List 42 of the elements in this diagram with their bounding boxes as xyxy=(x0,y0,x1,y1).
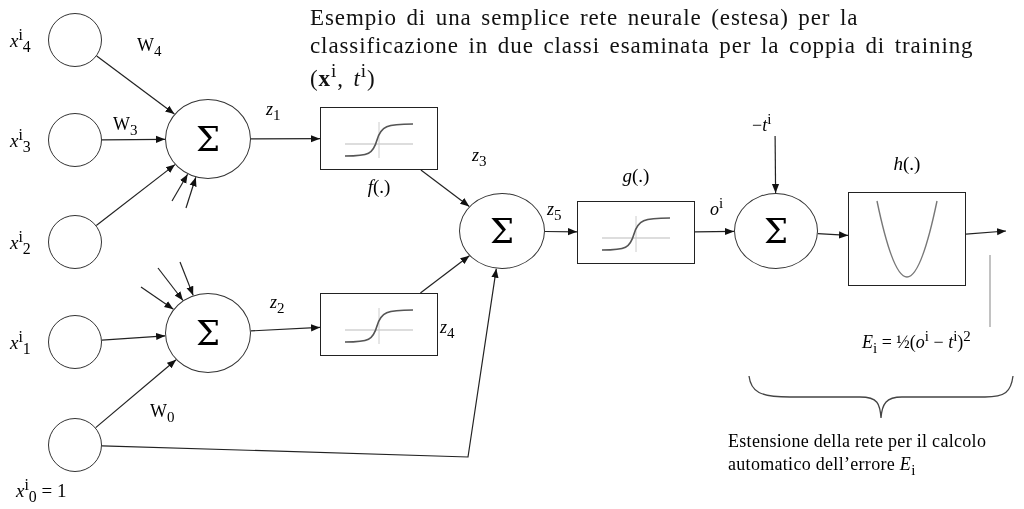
arrow xyxy=(95,164,176,227)
function-label: f(.) xyxy=(366,177,392,198)
edge-label: W$_{3}$ xyxy=(113,115,138,138)
arrow xyxy=(96,55,175,115)
arrow xyxy=(101,332,166,341)
edge-label: z$_{5}$ xyxy=(547,200,562,223)
summation-node: Σ xyxy=(734,193,818,269)
summation-node: Σ xyxy=(165,293,251,373)
title: Esempio di una semplice rete neurale (estesa) per la classificazione in due classi esaminata per la coppia di training (x$^{i}$, t$^{i}$) xyxy=(310,4,975,93)
note-text: Estensione della rete per il calcolo automatico dell’errore E$_{i}$ xyxy=(728,430,988,480)
input-label: x$^{i}$$_{0}$ = 1 xyxy=(16,476,67,506)
arrow xyxy=(771,135,780,194)
arrow xyxy=(157,267,184,302)
edge-label: o$^{i}$ xyxy=(710,196,724,218)
arrow xyxy=(420,169,470,207)
edge-label: W$_{4}$ xyxy=(137,36,162,59)
math-label: −t$^{i}$ xyxy=(752,110,798,136)
edge-label: z$_{4}$ xyxy=(440,318,455,341)
function-label: h(.) xyxy=(892,154,922,175)
arrow xyxy=(544,228,578,236)
edge-label: z$_{1}$ xyxy=(266,100,281,123)
summation-node: Σ xyxy=(165,99,251,179)
arrow xyxy=(171,173,189,202)
arrow xyxy=(694,227,735,236)
arrow xyxy=(179,261,194,296)
edge-label: z$_{2}$ xyxy=(270,293,285,316)
arrow xyxy=(419,255,470,294)
edge-label: W$_{0}$ xyxy=(150,402,175,425)
arrow xyxy=(250,135,321,143)
arrow xyxy=(185,176,197,209)
arrow xyxy=(965,228,1007,236)
function-label: g(.) xyxy=(621,166,651,187)
arrow xyxy=(250,324,321,332)
arrow xyxy=(140,286,174,310)
leader-line xyxy=(989,254,991,328)
math-label: E$_{i}$ = ½(o$^{i}$ − t$^{i}$)$^{2}$ xyxy=(862,327,1022,355)
summation-node: Σ xyxy=(459,193,545,269)
arrow xyxy=(817,231,849,239)
edge-label: z$_{3}$ xyxy=(472,146,487,169)
arrow xyxy=(101,135,166,143)
arrow xyxy=(95,359,177,429)
arrow xyxy=(101,268,499,458)
